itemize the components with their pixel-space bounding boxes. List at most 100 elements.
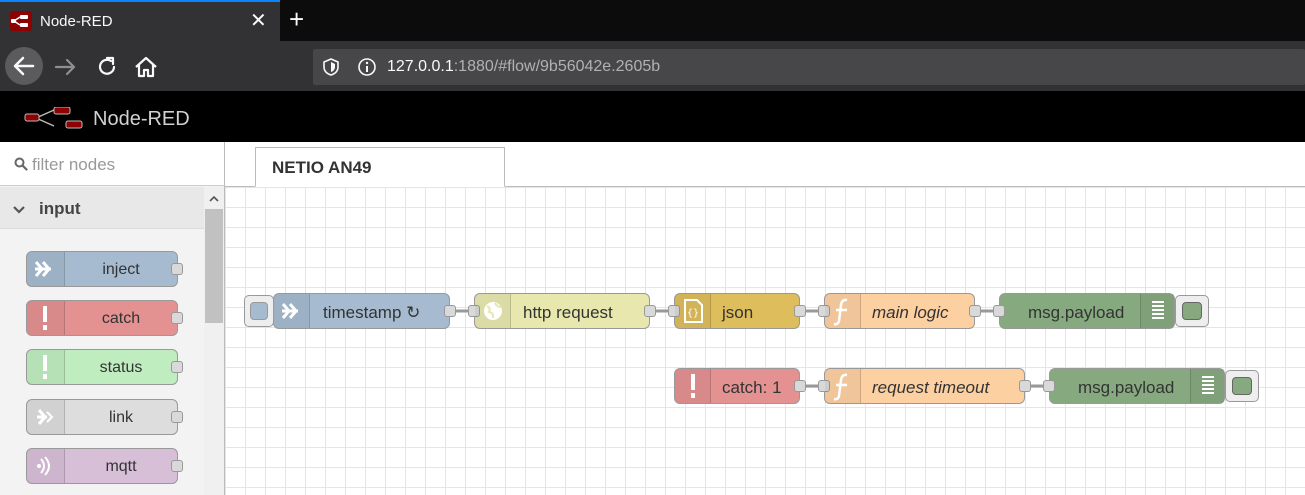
node-red-logo-icon bbox=[24, 106, 84, 129]
input-port[interactable] bbox=[1043, 380, 1055, 392]
flow-node-label: timestamp ↻ bbox=[323, 303, 421, 322]
node-red-favicon-icon bbox=[10, 11, 32, 31]
alert-icon bbox=[675, 369, 711, 403]
flow-node-label: main logic bbox=[872, 303, 949, 322]
scroll-up-icon[interactable] bbox=[209, 190, 219, 202]
debug-toggle-button[interactable] bbox=[1225, 370, 1259, 402]
palette-node-status[interactable]: status bbox=[26, 349, 183, 385]
flow-node-debug-1[interactable]: msg.payload bbox=[993, 293, 1175, 329]
node-red-title: Node-RED bbox=[93, 108, 190, 130]
output-port[interactable] bbox=[171, 411, 183, 423]
output-port[interactable] bbox=[444, 305, 456, 317]
home-button[interactable] bbox=[132, 53, 160, 81]
input-port[interactable] bbox=[668, 305, 680, 317]
flow-node-label: json bbox=[722, 303, 754, 322]
flow-node-label: http request bbox=[523, 303, 613, 322]
palette-node-label: status bbox=[99, 359, 143, 376]
browser-tab-bar: Node-RED ✕ + bbox=[0, 0, 1305, 41]
back-button[interactable] bbox=[5, 47, 43, 85]
input-port[interactable] bbox=[818, 305, 830, 317]
palette-scroll-thumb[interactable] bbox=[205, 209, 223, 323]
close-tab-icon[interactable]: ✕ bbox=[250, 10, 267, 32]
flow-node-label: msg.payload bbox=[1078, 378, 1175, 397]
output-port[interactable] bbox=[644, 305, 656, 317]
reload-button[interactable] bbox=[93, 53, 121, 81]
output-port[interactable] bbox=[171, 361, 183, 373]
output-port[interactable] bbox=[171, 263, 183, 275]
bridge-icon bbox=[27, 449, 65, 483]
arrow-in-icon bbox=[274, 294, 310, 328]
alert-icon bbox=[27, 350, 65, 384]
palette-node-mqtt[interactable]: mqtt bbox=[26, 448, 183, 484]
svg-text:{}: {} bbox=[687, 308, 699, 319]
browser-nav-bar: 127.0.0.1:1880/#flow/9b56042e.2605b bbox=[0, 41, 1305, 91]
palette-node-catch[interactable]: catch bbox=[26, 300, 183, 336]
debug-list-icon bbox=[1140, 294, 1174, 328]
debug-toggle-face bbox=[1182, 302, 1202, 320]
output-port[interactable] bbox=[969, 305, 981, 317]
home-icon bbox=[135, 56, 157, 78]
new-tab-icon[interactable]: + bbox=[289, 4, 305, 34]
url-bar[interactable]: 127.0.0.1:1880/#flow/9b56042e.2605b bbox=[313, 49, 1305, 85]
flow-node-http-request[interactable]: http request bbox=[468, 293, 656, 329]
node-palette: input inject catch status link bbox=[0, 142, 225, 495]
palette-node-label: mqtt bbox=[105, 458, 137, 475]
flow-canvas[interactable]: timestamp ↻ http request {} json main lo… bbox=[225, 187, 1305, 495]
link-in-icon bbox=[27, 400, 65, 434]
arrow-in-icon bbox=[27, 252, 65, 286]
filter-nodes-input[interactable] bbox=[32, 154, 212, 176]
flow-node-label: msg.payload bbox=[1028, 303, 1125, 322]
output-port[interactable] bbox=[171, 460, 183, 472]
debug-toggle-button[interactable] bbox=[1175, 295, 1209, 327]
output-port[interactable] bbox=[794, 305, 806, 317]
info-icon[interactable] bbox=[357, 57, 377, 77]
alert-icon bbox=[27, 301, 65, 335]
palette-node-label: catch bbox=[101, 310, 141, 327]
palette-scrollbar[interactable] bbox=[204, 187, 224, 495]
input-port[interactable] bbox=[468, 305, 480, 317]
debug-list-icon bbox=[1190, 369, 1224, 403]
debug-toggle-face bbox=[1232, 377, 1252, 395]
flow-node-debug-2[interactable]: msg.payload bbox=[1043, 368, 1225, 404]
palette-node-label: inject bbox=[102, 261, 140, 278]
shield-icon[interactable] bbox=[321, 57, 341, 77]
flow-node-label: catch: 1 bbox=[722, 378, 782, 397]
workspace-tab-bar: NETIO AN49 bbox=[225, 142, 1305, 187]
output-port[interactable] bbox=[171, 312, 183, 324]
url-host: 127.0.0.1 bbox=[387, 58, 454, 75]
input-port[interactable] bbox=[993, 305, 1005, 317]
flow-wires bbox=[456, 309, 1054, 388]
url-text[interactable]: 127.0.0.1:1880/#flow/9b56042e.2605b bbox=[387, 58, 660, 76]
palette-filter bbox=[0, 142, 224, 186]
chevron-down-icon bbox=[12, 202, 26, 214]
function-icon bbox=[825, 369, 861, 403]
url-path: :1880/#flow/9b56042e.2605b bbox=[453, 58, 661, 75]
browser-tab-title: Node-RED bbox=[40, 13, 113, 30]
forward-arrow-icon bbox=[54, 58, 76, 76]
flow-node-label: request timeout bbox=[872, 378, 990, 397]
palette-category-input[interactable]: input bbox=[0, 187, 204, 229]
globe-icon bbox=[475, 294, 511, 328]
flow-node-json[interactable]: {} json bbox=[668, 293, 806, 329]
node-red-header: Node-RED bbox=[0, 91, 1305, 142]
browser-tab[interactable]: Node-RED ✕ bbox=[0, 0, 280, 41]
json-file-icon: {} bbox=[675, 294, 711, 328]
output-port[interactable] bbox=[1019, 380, 1031, 392]
flow-node-timestamp[interactable]: timestamp ↻ bbox=[273, 293, 456, 329]
flow-node-main-logic[interactable]: main logic bbox=[818, 293, 981, 329]
tab-netio-an49[interactable]: NETIO AN49 bbox=[255, 147, 505, 187]
function-icon bbox=[825, 294, 861, 328]
flow-node-request-timeout[interactable]: request timeout bbox=[818, 368, 1031, 404]
palette-node-link[interactable]: link bbox=[26, 399, 183, 435]
inject-trigger-button[interactable] bbox=[244, 295, 274, 327]
palette-node-inject[interactable]: inject bbox=[26, 251, 183, 287]
output-port[interactable] bbox=[794, 380, 806, 392]
forward-button[interactable] bbox=[52, 53, 80, 81]
flow-node-catch[interactable]: catch: 1 bbox=[674, 368, 806, 404]
back-arrow-icon bbox=[13, 56, 35, 76]
inject-button-face bbox=[250, 302, 268, 320]
palette-node-label: link bbox=[108, 409, 133, 426]
reload-icon bbox=[98, 56, 116, 75]
input-port[interactable] bbox=[818, 380, 830, 392]
workspace-tab-label: NETIO AN49 bbox=[272, 158, 372, 177]
